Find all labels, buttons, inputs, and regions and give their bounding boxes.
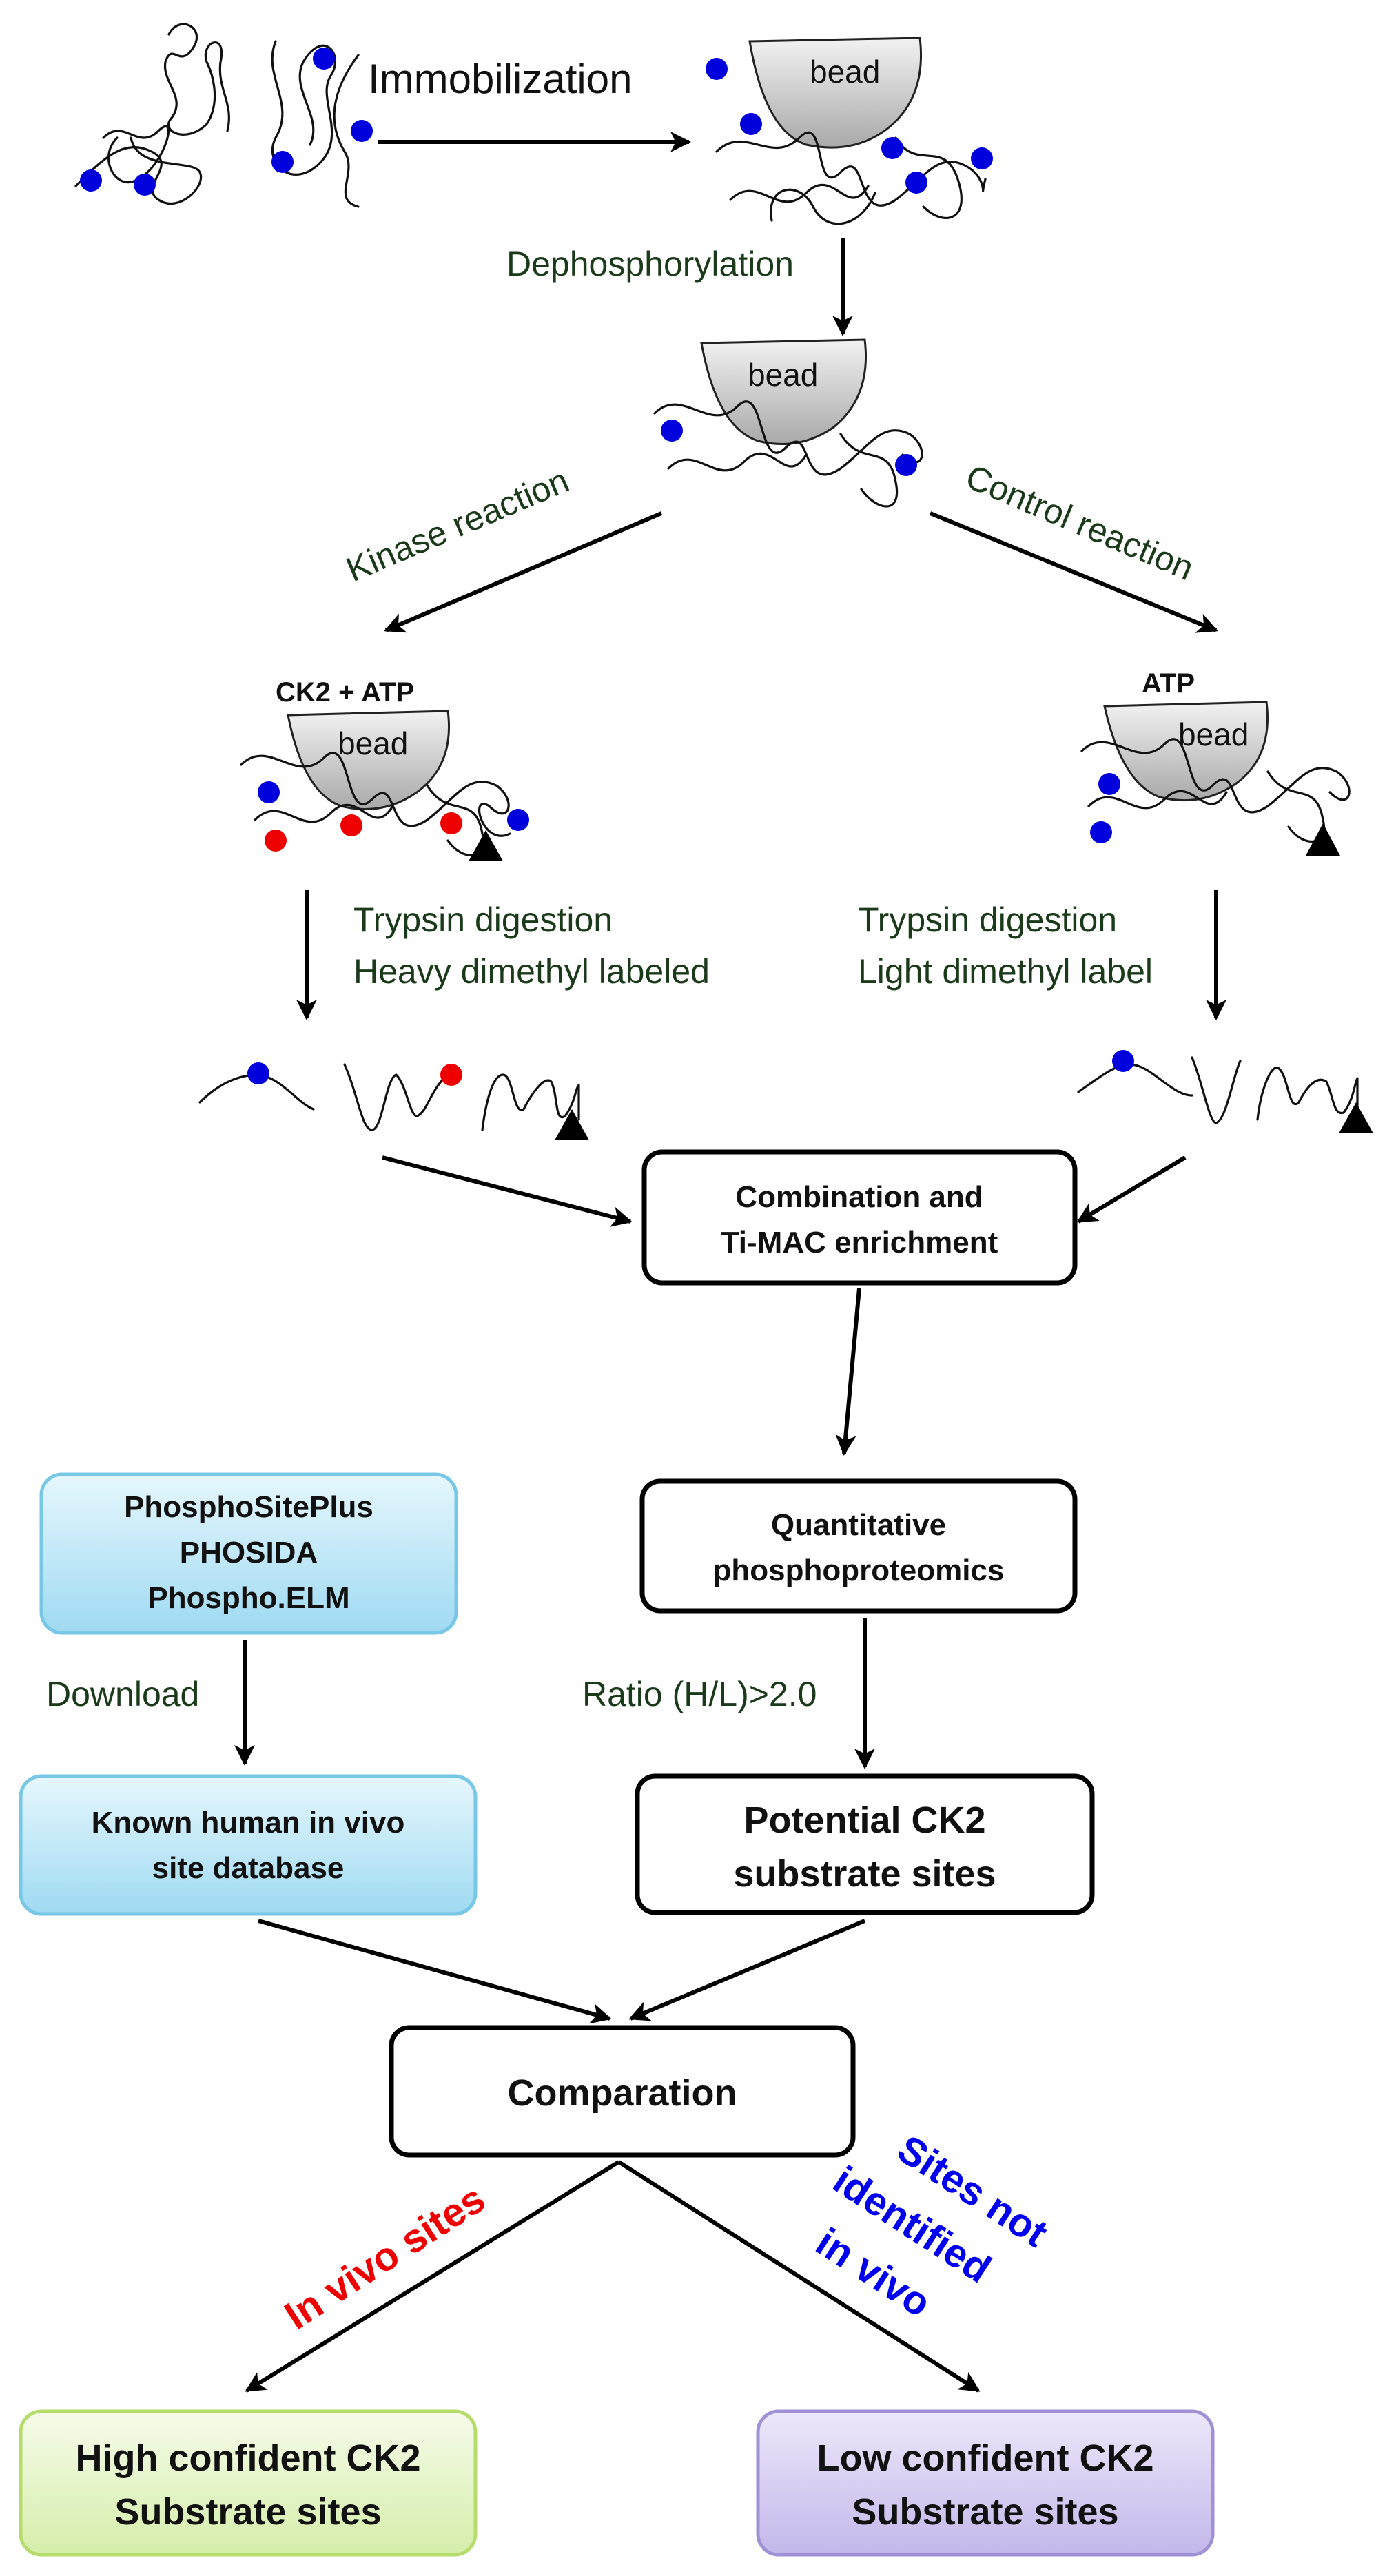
database-phospho-elm: Phospho.ELM <box>147 1581 349 1615</box>
low-confident-line-2: Substrate sites <box>852 2491 1118 2533</box>
known-database-line-1: Known human in vivo <box>92 1806 405 1840</box>
phospho-site-marker <box>1098 773 1120 795</box>
kinase-reaction-label: Kinase reaction <box>340 461 574 589</box>
control-reaction-label: Control reaction <box>961 457 1200 588</box>
download-label: Download <box>46 1675 199 1713</box>
phospho-site-marker <box>247 1062 269 1084</box>
low-confident-box: Low confident CK2 Substrate sites <box>756 2409 1215 2557</box>
new-phospho-site-marker <box>340 814 362 836</box>
ratio-label: Ratio (H/L)>2.0 <box>582 1675 817 1713</box>
phospho-site-marker <box>313 48 335 70</box>
kinase-label-type: Heavy dimethyl labeled <box>353 952 710 991</box>
combination-box-line-1: Combination and <box>735 1180 983 1214</box>
phospho-site-marker <box>351 120 373 142</box>
database-phosphositeplus: PhosphoSitePlus <box>124 1490 373 1524</box>
low-confident-line-1: Low confident CK2 <box>817 2438 1154 2479</box>
control-label-type: Light dimethyl label <box>858 952 1153 991</box>
quantitative-box-line-2: phosphoproteomics <box>713 1554 1005 1587</box>
new-phospho-site-marker <box>440 1064 462 1086</box>
potential-ck2-line-2: substrate sites <box>733 1853 996 1895</box>
dephosphorylated-proteins-illustration: bead <box>653 338 923 508</box>
light-peptides-illustration <box>1077 1050 1373 1133</box>
phospho-site-marker <box>80 169 102 192</box>
to-low-confident-arrow <box>617 2160 981 2393</box>
phospho-site-marker <box>1090 821 1112 843</box>
new-phospho-site-marker <box>440 812 462 834</box>
immobilization-label: Immobilization <box>368 56 632 102</box>
phospho-site-marker <box>706 58 728 80</box>
phospho-site-marker <box>905 172 927 194</box>
bead-label: bead <box>338 725 408 761</box>
phospho-site-marker <box>881 137 903 159</box>
bead-label: bead <box>810 54 880 90</box>
databases-box: PhosphoSitePlus PHOSIDA Phospho.ELM <box>39 1472 458 1635</box>
new-phospho-site-marker <box>265 830 287 852</box>
potential-ck2-line-1: Potential CK2 <box>743 1800 985 1841</box>
phospho-site-marker <box>661 420 683 442</box>
high-confident-line-2: Substrate sites <box>114 2491 381 2533</box>
combination-box-line-2: Ti-MAC enrichment <box>721 1226 998 1259</box>
kinase-condition-label: CK2 + ATP <box>276 677 414 708</box>
heavy-peptides-illustration <box>198 1062 589 1140</box>
phospho-site-marker <box>134 174 156 196</box>
known-database-line-2: site database <box>152 1851 345 1885</box>
kinase-reaction-illustration: bead <box>240 710 529 861</box>
bead-label: bead <box>1178 717 1249 752</box>
comparation-label: Comparation <box>507 2072 737 2114</box>
control-digestion-label: Trypsin digestion <box>858 900 1117 939</box>
database-phosida: PHOSIDA <box>180 1536 318 1569</box>
quantitative-box-line-1: Quantitative <box>771 1508 946 1542</box>
known-to-comparation-arrow <box>258 1919 612 2024</box>
combination-box: Combination and Ti-MAC enrichment <box>641 1149 1078 1286</box>
control-branch-arrow <box>929 511 1218 633</box>
phospho-site-marker <box>271 151 294 173</box>
control-condition-label: ATP <box>1142 668 1195 699</box>
comparation-box: Comparation <box>389 2025 856 2158</box>
known-database-box: Known human in vivo site database <box>19 1774 478 1916</box>
to-high-confident-arrow <box>245 2160 620 2393</box>
free-proteins-illustration <box>74 23 373 208</box>
combination-to-quantitative-arrow <box>835 1288 861 1456</box>
potential-ck2-box: Potential CK2 substrate sites <box>635 1773 1095 1915</box>
control-reaction-illustration: bead <box>1080 701 1351 856</box>
high-confident-line-1: High confident CK2 <box>76 2438 421 2479</box>
phospho-site-marker <box>1112 1050 1134 1072</box>
high-confident-box: High confident CK2 Substrate sites <box>19 2409 478 2557</box>
phospho-site-marker <box>895 454 917 476</box>
phospho-site-marker <box>507 809 529 831</box>
kinase-branch-arrow <box>384 511 663 633</box>
potential-to-comparation-arrow <box>628 1919 866 2021</box>
bead-label: bead <box>748 357 818 393</box>
phospho-site-marker <box>740 113 762 135</box>
quantitative-box: Quantitative phosphoproteomics <box>639 1478 1078 1614</box>
heavy-to-combination-arrow <box>382 1155 633 1227</box>
phospho-site-marker <box>971 147 993 169</box>
light-to-combination-arrow <box>1076 1155 1187 1224</box>
phospho-site-marker <box>258 781 280 803</box>
immobilized-proteins-illustration: bead <box>706 37 993 225</box>
kinase-digestion-label: Trypsin digestion <box>353 900 613 939</box>
dephosphorylation-label: Dephosphorylation <box>506 245 794 283</box>
